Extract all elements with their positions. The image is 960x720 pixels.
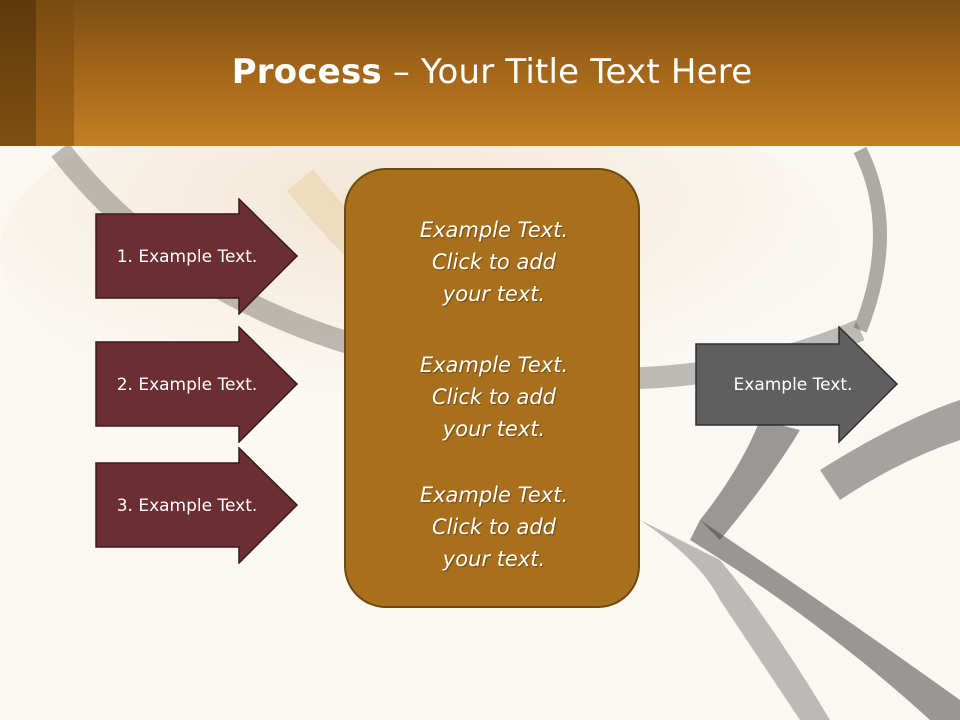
right-arrow-label: Example Text. [733,375,853,395]
center-text-block-2[interactable]: Example Text. Click to add your text. [346,349,642,445]
header-accent-stripe [0,0,36,146]
title-rest: – Your Title Text Here [381,52,753,92]
left-arrow-label: 3. Example Text. [116,495,258,516]
center-text-line: Example Text. [419,483,569,507]
title-bold: Process [231,52,382,92]
center-text-line: Example Text. [419,353,569,377]
center-text-line: your text. [442,547,546,571]
slide-title[interactable]: Process – Your Title Text Here [0,52,960,92]
center-text-line: Click to add [431,515,556,539]
left-arrow-label: 2. Example Text. [116,374,258,395]
center-text-line: Click to add [431,385,556,409]
left-arrow-3[interactable]: 3. Example Text. [95,447,299,564]
left-arrow-1[interactable]: 1. Example Text. [95,198,299,315]
center-text-line: your text. [442,282,546,306]
arrow-shape [695,326,899,444]
right-arrow[interactable]: Example Text. [695,326,899,444]
center-text-line: Example Text. [419,218,569,242]
left-arrow-2[interactable]: 2. Example Text. [95,326,299,443]
arrow-shape [95,447,299,564]
header-accent-stripe [36,0,74,146]
center-text-block-1[interactable]: Example Text. Click to add your text. [346,214,642,310]
arrow-shape [95,326,299,443]
center-text-line: your text. [442,417,546,441]
center-content-box[interactable]: Example Text. Click to add your text. Ex… [344,168,640,608]
center-text-block-3[interactable]: Example Text. Click to add your text. [346,479,642,575]
center-text-line: Click to add [431,250,556,274]
title-banner [0,0,960,146]
left-arrow-label: 1. Example Text. [116,246,258,267]
arrow-shape [95,198,299,315]
